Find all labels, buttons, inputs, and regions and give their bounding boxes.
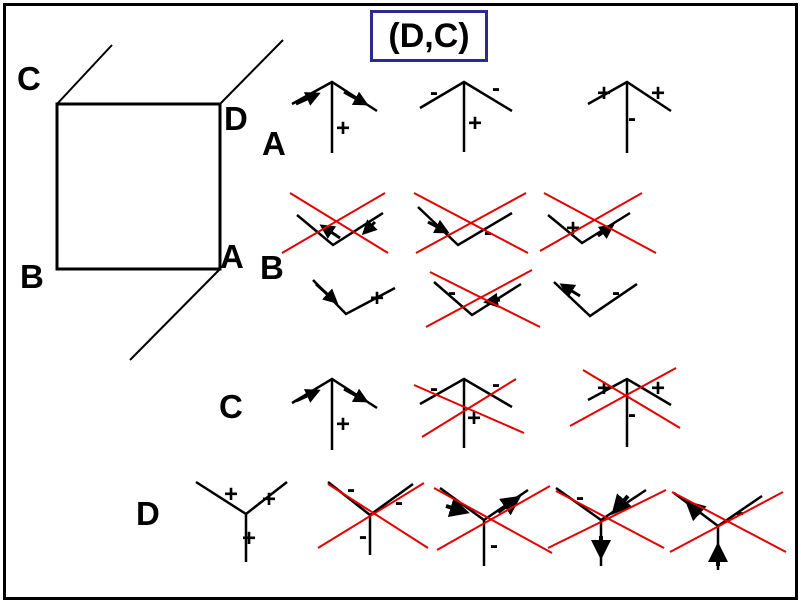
cube-front-face — [55, 102, 222, 271]
vertex-label-b: B — [20, 258, 44, 295]
junction-c1: + — [291, 377, 378, 450]
sign-label: + — [651, 375, 665, 402]
vertex-label-c: C — [17, 60, 41, 97]
sign-label: - — [430, 79, 438, 106]
junction-d2: - - - — [317, 476, 429, 555]
sign-label: + — [224, 481, 238, 508]
sign-label: - — [492, 371, 500, 398]
junction-c2: - - + — [413, 371, 525, 448]
sign-label: + — [242, 525, 256, 552]
row-label-c: C — [219, 388, 243, 425]
sign-label: - — [359, 523, 367, 550]
sign-label: + — [597, 375, 611, 402]
cube-drawing — [55, 39, 284, 361]
title: (D,C) — [388, 16, 470, 55]
sign-label: - — [628, 105, 636, 132]
sign-label: - — [490, 532, 498, 559]
sign-label: + — [597, 80, 611, 107]
edge-from-a — [129, 268, 221, 361]
junction-b4: + — [312, 279, 396, 316]
sign-label: - — [430, 375, 438, 402]
vertex-label-d: D — [224, 100, 248, 137]
sign-label: + — [468, 110, 482, 137]
junction-c3: + + - — [569, 367, 681, 447]
sign-label: - — [347, 476, 355, 503]
sign-label: + — [336, 411, 350, 438]
row-label-d: D — [136, 495, 160, 532]
junction-a2: - - + — [419, 75, 513, 152]
title-box: (D,C) — [370, 10, 488, 62]
edge-from-d — [219, 39, 284, 105]
sign-label: - — [448, 279, 456, 306]
row-label-a: A — [262, 125, 286, 162]
sign-label: + — [370, 285, 384, 312]
junction-b6: - — [553, 279, 638, 318]
sign-label: - — [736, 499, 744, 526]
vertex-label-a: A — [220, 238, 244, 275]
junction-d3: - — [433, 485, 553, 566]
junction-d4: - — [547, 484, 667, 566]
sign-label: - — [628, 401, 636, 428]
junction-a1: + — [291, 80, 378, 153]
junction-b1 — [281, 192, 389, 254]
junction-b2: - — [413, 192, 529, 254]
junction-a3: + + - — [587, 80, 672, 153]
sign-label: + — [651, 80, 665, 107]
junction-b3: + — [539, 192, 657, 254]
sign-label: - — [612, 279, 620, 306]
sign-label: + — [262, 486, 276, 513]
row-label-b: B — [260, 249, 284, 286]
junction-d1: + + + — [195, 480, 288, 562]
sign: + — [336, 115, 350, 142]
junction-d5: - — [669, 491, 787, 570]
sign-label: - — [576, 484, 584, 511]
sign-label: - — [492, 75, 500, 102]
sign-label: - — [395, 489, 403, 516]
junction-b5: - — [425, 269, 541, 328]
edge-from-c — [56, 44, 113, 105]
